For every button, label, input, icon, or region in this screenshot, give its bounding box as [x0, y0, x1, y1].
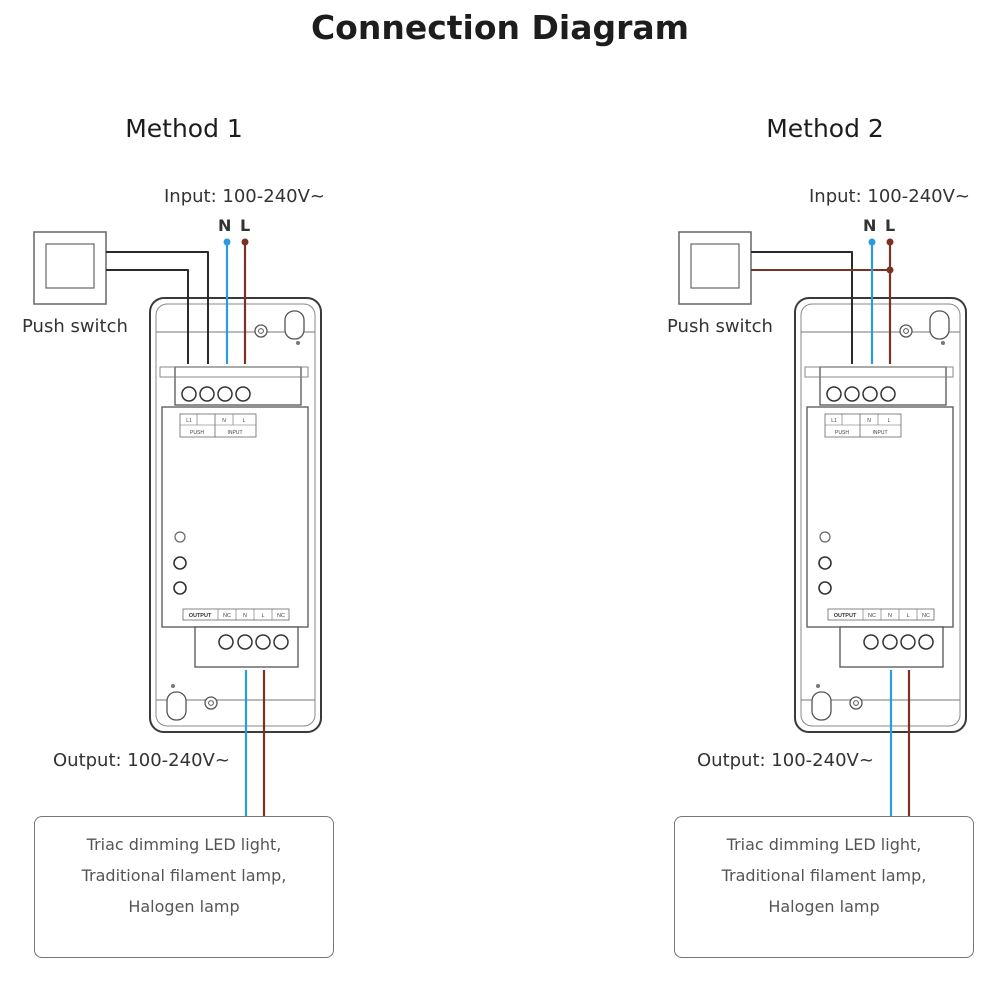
- method-2-input-terminal-label-2: N: [867, 418, 871, 424]
- method-2-push-switch-label: Push switch: [667, 316, 773, 337]
- method-2-output-terminal-label-3: N: [888, 613, 892, 619]
- method-2-input-group-label-1: PUSH: [835, 430, 849, 436]
- method-2-input-terminal-label-1: L1: [831, 418, 837, 424]
- method-2-input-terminal-label-3: L: [888, 418, 891, 424]
- method-1-output-terminal-label-5: NC: [277, 613, 285, 619]
- method-1-output-terminal-label-1: OUTPUT: [189, 613, 212, 619]
- method-1-push-switch: [33, 231, 107, 305]
- method-1-input-group-label-2: INPUT: [228, 430, 243, 436]
- method-2-output-terminal-label-4: L: [906, 613, 909, 619]
- method-2-output-terminal-label-5: NC: [922, 613, 930, 619]
- method-2-diagram: L1 N L PUSH INPUT OUTPUT NC N L NC: [678, 231, 967, 816]
- method-1-diagram: L1 N L PUSH INPUT OUTPUT NC N L NC: [33, 231, 322, 816]
- method-2-l-label: L: [885, 216, 896, 235]
- method-2-load-line-2: Traditional filament lamp,: [721, 866, 927, 885]
- method-1-title: Method 1: [125, 114, 243, 143]
- method-1-output-terminal-label-2: NC: [223, 613, 231, 619]
- method-2-load-box: Triac dimming LED light, Traditional fil…: [674, 816, 974, 958]
- method-2-title: Method 2: [766, 114, 884, 143]
- method-1-n-label: N: [218, 216, 232, 235]
- method-1-load-box: Triac dimming LED light, Traditional fil…: [34, 816, 334, 958]
- method-2-load-line-1: Triac dimming LED light,: [726, 835, 922, 854]
- diagram-title: Connection Diagram: [310, 8, 690, 47]
- method-2-push-switch: [678, 231, 752, 305]
- method-2-load-line-3: Halogen lamp: [768, 897, 880, 916]
- method-1-wires: [106, 238, 266, 816]
- method-1-input-terminal-label-2: N: [222, 418, 226, 424]
- method-2-controller: L1 N L PUSH INPUT OUTPUT NC N L NC: [794, 297, 967, 733]
- method-1-load-line-1: Triac dimming LED light,: [86, 835, 282, 854]
- method-1-controller: L1 N L PUSH INPUT OUTPUT NC N L NC: [149, 297, 322, 733]
- method-2-n-label: N: [863, 216, 877, 235]
- method-1-output-terminal-label-3: N: [243, 613, 247, 619]
- method-1-load-line-3: Halogen lamp: [128, 897, 240, 916]
- method-1-input-group-label-1: PUSH: [190, 430, 204, 436]
- method-1-l-label: L: [240, 216, 251, 235]
- method-1-output-terminal-label-4: L: [261, 613, 264, 619]
- method-1-input-label: Input: 100-240V~: [164, 186, 325, 207]
- method-2-output-terminal-label-2: NC: [868, 613, 876, 619]
- method-1-input-terminal-label-3: L: [243, 418, 246, 424]
- method-2-output-label: Output: 100-240V~: [697, 750, 874, 771]
- method-2-output-terminal-label-1: OUTPUT: [834, 613, 857, 619]
- method-2-wires: [751, 238, 911, 816]
- method-2-input-group-label-2: INPUT: [873, 430, 888, 436]
- method-2-input-label: Input: 100-240V~: [809, 186, 970, 207]
- method-1-output-label: Output: 100-240V~: [53, 750, 230, 771]
- method-1-load-line-2: Traditional filament lamp,: [81, 866, 287, 885]
- method-1-input-terminal-label-1: L1: [186, 418, 192, 424]
- method-1-push-switch-label: Push switch: [22, 316, 128, 337]
